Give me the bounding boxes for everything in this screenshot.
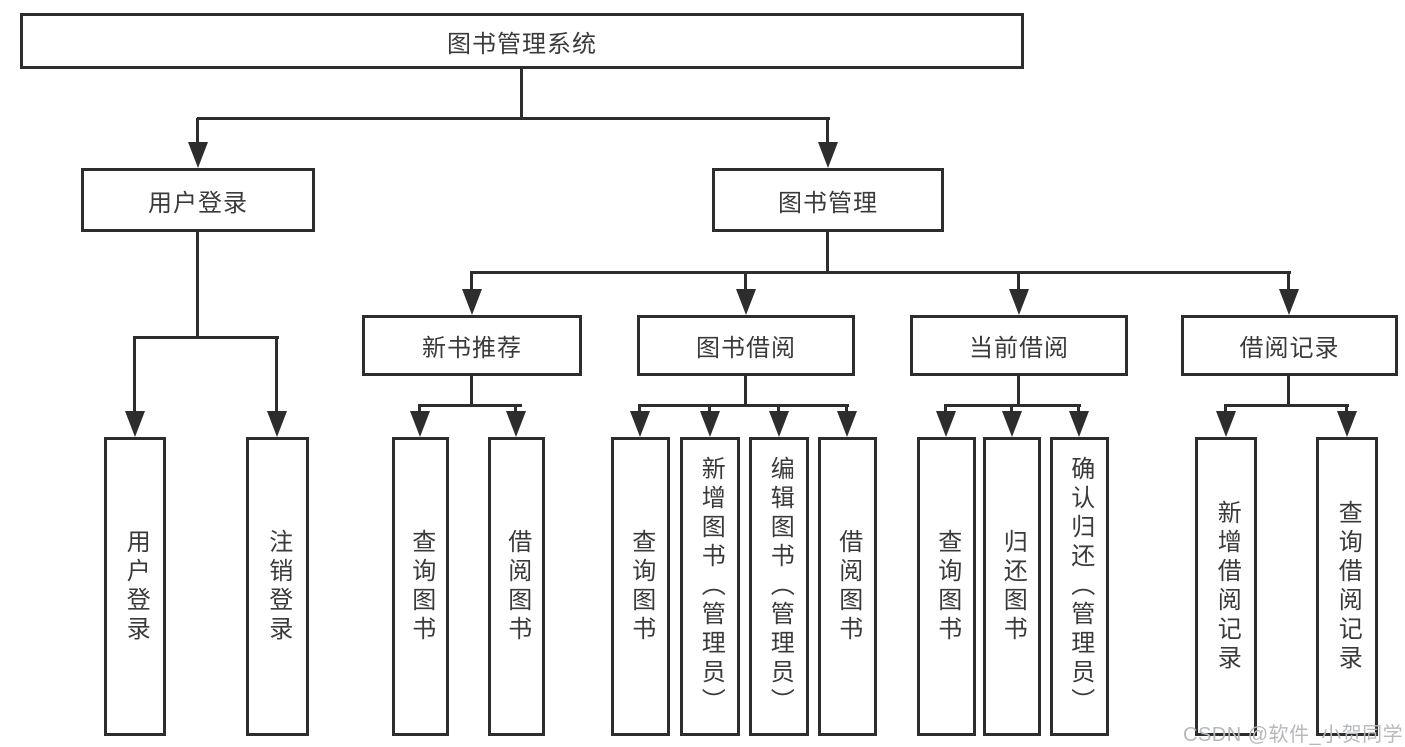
connector-line bbox=[470, 272, 473, 293]
connector-line bbox=[133, 336, 279, 339]
arrow-down-icon bbox=[125, 411, 145, 437]
leaf-edit-book-admin: 编辑图书（管理员） bbox=[749, 437, 809, 736]
connector-line bbox=[1017, 376, 1020, 405]
node-book-borrowing: 图书借阅 bbox=[637, 315, 855, 376]
connector-line bbox=[744, 376, 747, 405]
node-label: 确认归还（管理员） bbox=[1066, 456, 1094, 717]
leaf-borrow-books-recommend: 借阅图书 bbox=[488, 437, 545, 736]
node-label: 编辑图书（管理员） bbox=[766, 456, 794, 717]
connector-line bbox=[708, 404, 711, 414]
leaf-user-login: 用户登录 bbox=[104, 437, 166, 736]
connector-line bbox=[418, 404, 522, 407]
node-current-borrowing: 当前借阅 bbox=[910, 315, 1128, 376]
connector-line bbox=[944, 404, 947, 414]
node-label: 借阅图书 bbox=[503, 528, 531, 645]
connector-line bbox=[777, 404, 780, 414]
leaf-query-borrow-record: 查询借阅记录 bbox=[1316, 437, 1378, 736]
arrow-down-icon bbox=[506, 411, 526, 437]
leaf-logout: 注销登录 bbox=[246, 437, 309, 736]
node-label: 用户登录 bbox=[148, 189, 248, 217]
connector-line bbox=[196, 232, 199, 337]
node-label: 注销登录 bbox=[264, 528, 292, 645]
node-library-management-system: 图书管理系统 bbox=[20, 13, 1024, 69]
arrow-down-icon bbox=[462, 289, 482, 315]
arrow-down-icon bbox=[1069, 411, 1089, 437]
node-label: 借阅记录 bbox=[1239, 335, 1340, 362]
connector-line bbox=[1224, 404, 1227, 414]
node-label: 新增图书（管理员） bbox=[697, 456, 725, 717]
connector-line bbox=[197, 117, 830, 120]
connector-line bbox=[275, 337, 278, 414]
connector-line bbox=[520, 69, 523, 118]
arrow-down-icon bbox=[736, 289, 756, 315]
node-label: 查询图书 bbox=[407, 528, 435, 645]
arrow-down-icon bbox=[188, 142, 208, 168]
node-label: 新书推荐 bbox=[422, 335, 522, 362]
connector-line bbox=[470, 376, 473, 405]
arrow-down-icon bbox=[1009, 289, 1029, 315]
connector-line bbox=[1287, 376, 1290, 405]
node-label: 当前借阅 bbox=[969, 335, 1069, 362]
connector-line bbox=[1010, 404, 1013, 414]
arrow-down-icon bbox=[837, 411, 857, 437]
connector-line bbox=[1345, 404, 1348, 414]
node-new-book-recommendation: 新书推荐 bbox=[362, 315, 582, 376]
connector-line bbox=[1077, 404, 1080, 414]
connector-line bbox=[196, 118, 199, 146]
connector-line bbox=[1224, 404, 1349, 407]
leaf-add-borrow-record: 新增借阅记录 bbox=[1195, 437, 1257, 736]
node-label: 借阅图书 bbox=[834, 528, 862, 645]
node-borrowing-records: 借阅记录 bbox=[1181, 315, 1398, 376]
arrow-down-icon bbox=[1337, 411, 1357, 437]
node-label: 查询借阅记录 bbox=[1334, 499, 1362, 674]
node-label: 图书管理系统 bbox=[447, 30, 597, 58]
connector-line bbox=[418, 404, 421, 414]
leaf-add-book-admin: 新增图书（管理员） bbox=[680, 437, 740, 736]
arrow-down-icon bbox=[630, 411, 650, 437]
node-book-management: 图书管理 bbox=[712, 168, 944, 232]
connector-line bbox=[1287, 272, 1290, 293]
node-label: 查询图书 bbox=[627, 528, 655, 645]
leaf-confirm-return-admin: 确认归还（管理员） bbox=[1050, 437, 1109, 736]
arrow-down-icon bbox=[1002, 411, 1022, 437]
arrow-down-icon bbox=[1216, 411, 1236, 437]
arrow-down-icon bbox=[818, 142, 838, 168]
connector-line bbox=[514, 404, 517, 414]
connector-line bbox=[1017, 272, 1020, 293]
connector-line bbox=[638, 404, 849, 407]
connector-line bbox=[133, 337, 136, 414]
node-label: 图书借阅 bbox=[696, 335, 796, 362]
connector-line bbox=[470, 271, 1291, 274]
node-label: 图书管理 bbox=[778, 189, 878, 217]
arrow-down-icon bbox=[936, 411, 956, 437]
arrow-down-icon bbox=[410, 411, 430, 437]
node-label: 新增借阅记录 bbox=[1213, 499, 1241, 674]
connector-line bbox=[826, 232, 829, 272]
arrow-down-icon bbox=[769, 411, 789, 437]
node-user-login: 用户登录 bbox=[81, 168, 315, 232]
arrow-down-icon bbox=[700, 411, 720, 437]
leaf-return-book: 归还图书 bbox=[983, 437, 1041, 736]
connector-line bbox=[826, 118, 829, 146]
node-label: 用户登录 bbox=[122, 528, 150, 645]
leaf-query-books-current: 查询图书 bbox=[917, 437, 976, 736]
connector-line bbox=[744, 272, 747, 293]
node-label: 查询图书 bbox=[933, 528, 961, 645]
connector-line bbox=[638, 404, 641, 414]
leaf-query-books-borrow: 查询图书 bbox=[611, 437, 670, 736]
connector-line bbox=[845, 404, 848, 414]
leaf-borrow-books: 借阅图书 bbox=[818, 437, 877, 736]
csdn-watermark: CSDN @软件_小贺同学 bbox=[1183, 724, 1404, 746]
leaf-query-books-recommend: 查询图书 bbox=[392, 437, 449, 736]
node-label: 归还图书 bbox=[999, 528, 1027, 645]
arrow-down-icon bbox=[267, 411, 287, 437]
arrow-down-icon bbox=[1279, 289, 1299, 315]
